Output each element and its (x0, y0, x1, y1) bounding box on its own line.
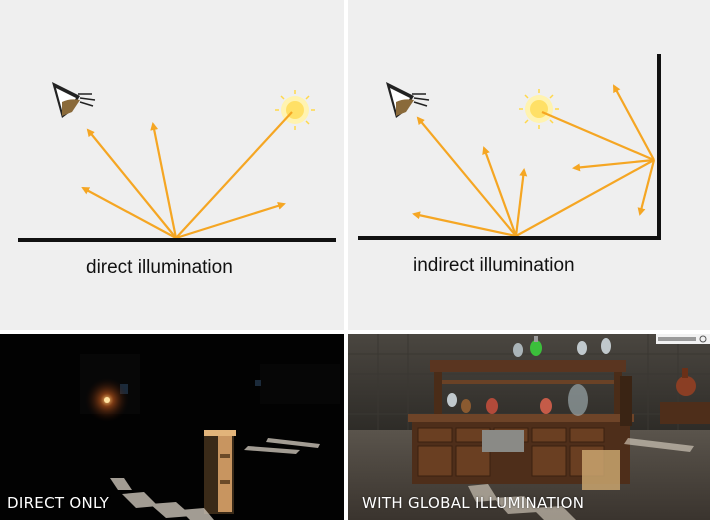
wall-bounce-ray (572, 158, 655, 172)
reflected-ray (150, 122, 178, 239)
reflected-ray (175, 201, 286, 240)
bottles (447, 336, 611, 416)
wall-bounce-ray (637, 159, 656, 216)
direct-only-scene (0, 334, 344, 520)
indirect-illumination-caption: indirect illumination (413, 255, 575, 276)
floor-bounce-ray (416, 116, 517, 237)
floor-light-patches (468, 438, 694, 520)
eye-icon (386, 82, 430, 118)
global-illumination-caption: WITH GLOBAL ILLUMINATION (362, 494, 585, 512)
apothecary-cabinet (408, 360, 634, 490)
indirect-illumination-diagram (358, 54, 661, 240)
wall-bounce-ray (613, 84, 655, 161)
global-illumination-render: WITH GLOBAL ILLUMINATION (348, 334, 710, 520)
open-drawer (482, 430, 524, 452)
floor-light-patches (110, 438, 320, 520)
incoming-light-ray (175, 111, 293, 239)
floor-bounce-ray (412, 211, 517, 238)
sunlit-cabinet (204, 430, 236, 514)
wall-to-floor-ray (515, 159, 655, 237)
direct-illumination-diagram (18, 82, 336, 242)
floor-bounce-ray (514, 168, 528, 237)
eye-icon (52, 82, 96, 118)
side-shelf (620, 368, 710, 426)
indirect-illumination-panel: indirect illumination (348, 0, 710, 330)
floor-bounce-ray (482, 146, 518, 237)
indirect-rays (412, 84, 656, 238)
direct-rays (81, 111, 293, 240)
sun-icon (519, 89, 559, 129)
global-illumination-scene (348, 334, 710, 520)
reflected-ray (86, 128, 177, 239)
direct-only-render: DIRECT ONLY (0, 334, 344, 520)
direct-illumination-panel: direct illumination (0, 0, 344, 330)
direct-only-caption: DIRECT ONLY (7, 494, 110, 512)
incoming-light-ray (541, 110, 655, 162)
direct-illumination-caption: direct illumination (86, 257, 233, 278)
reflected-ray (81, 187, 177, 239)
